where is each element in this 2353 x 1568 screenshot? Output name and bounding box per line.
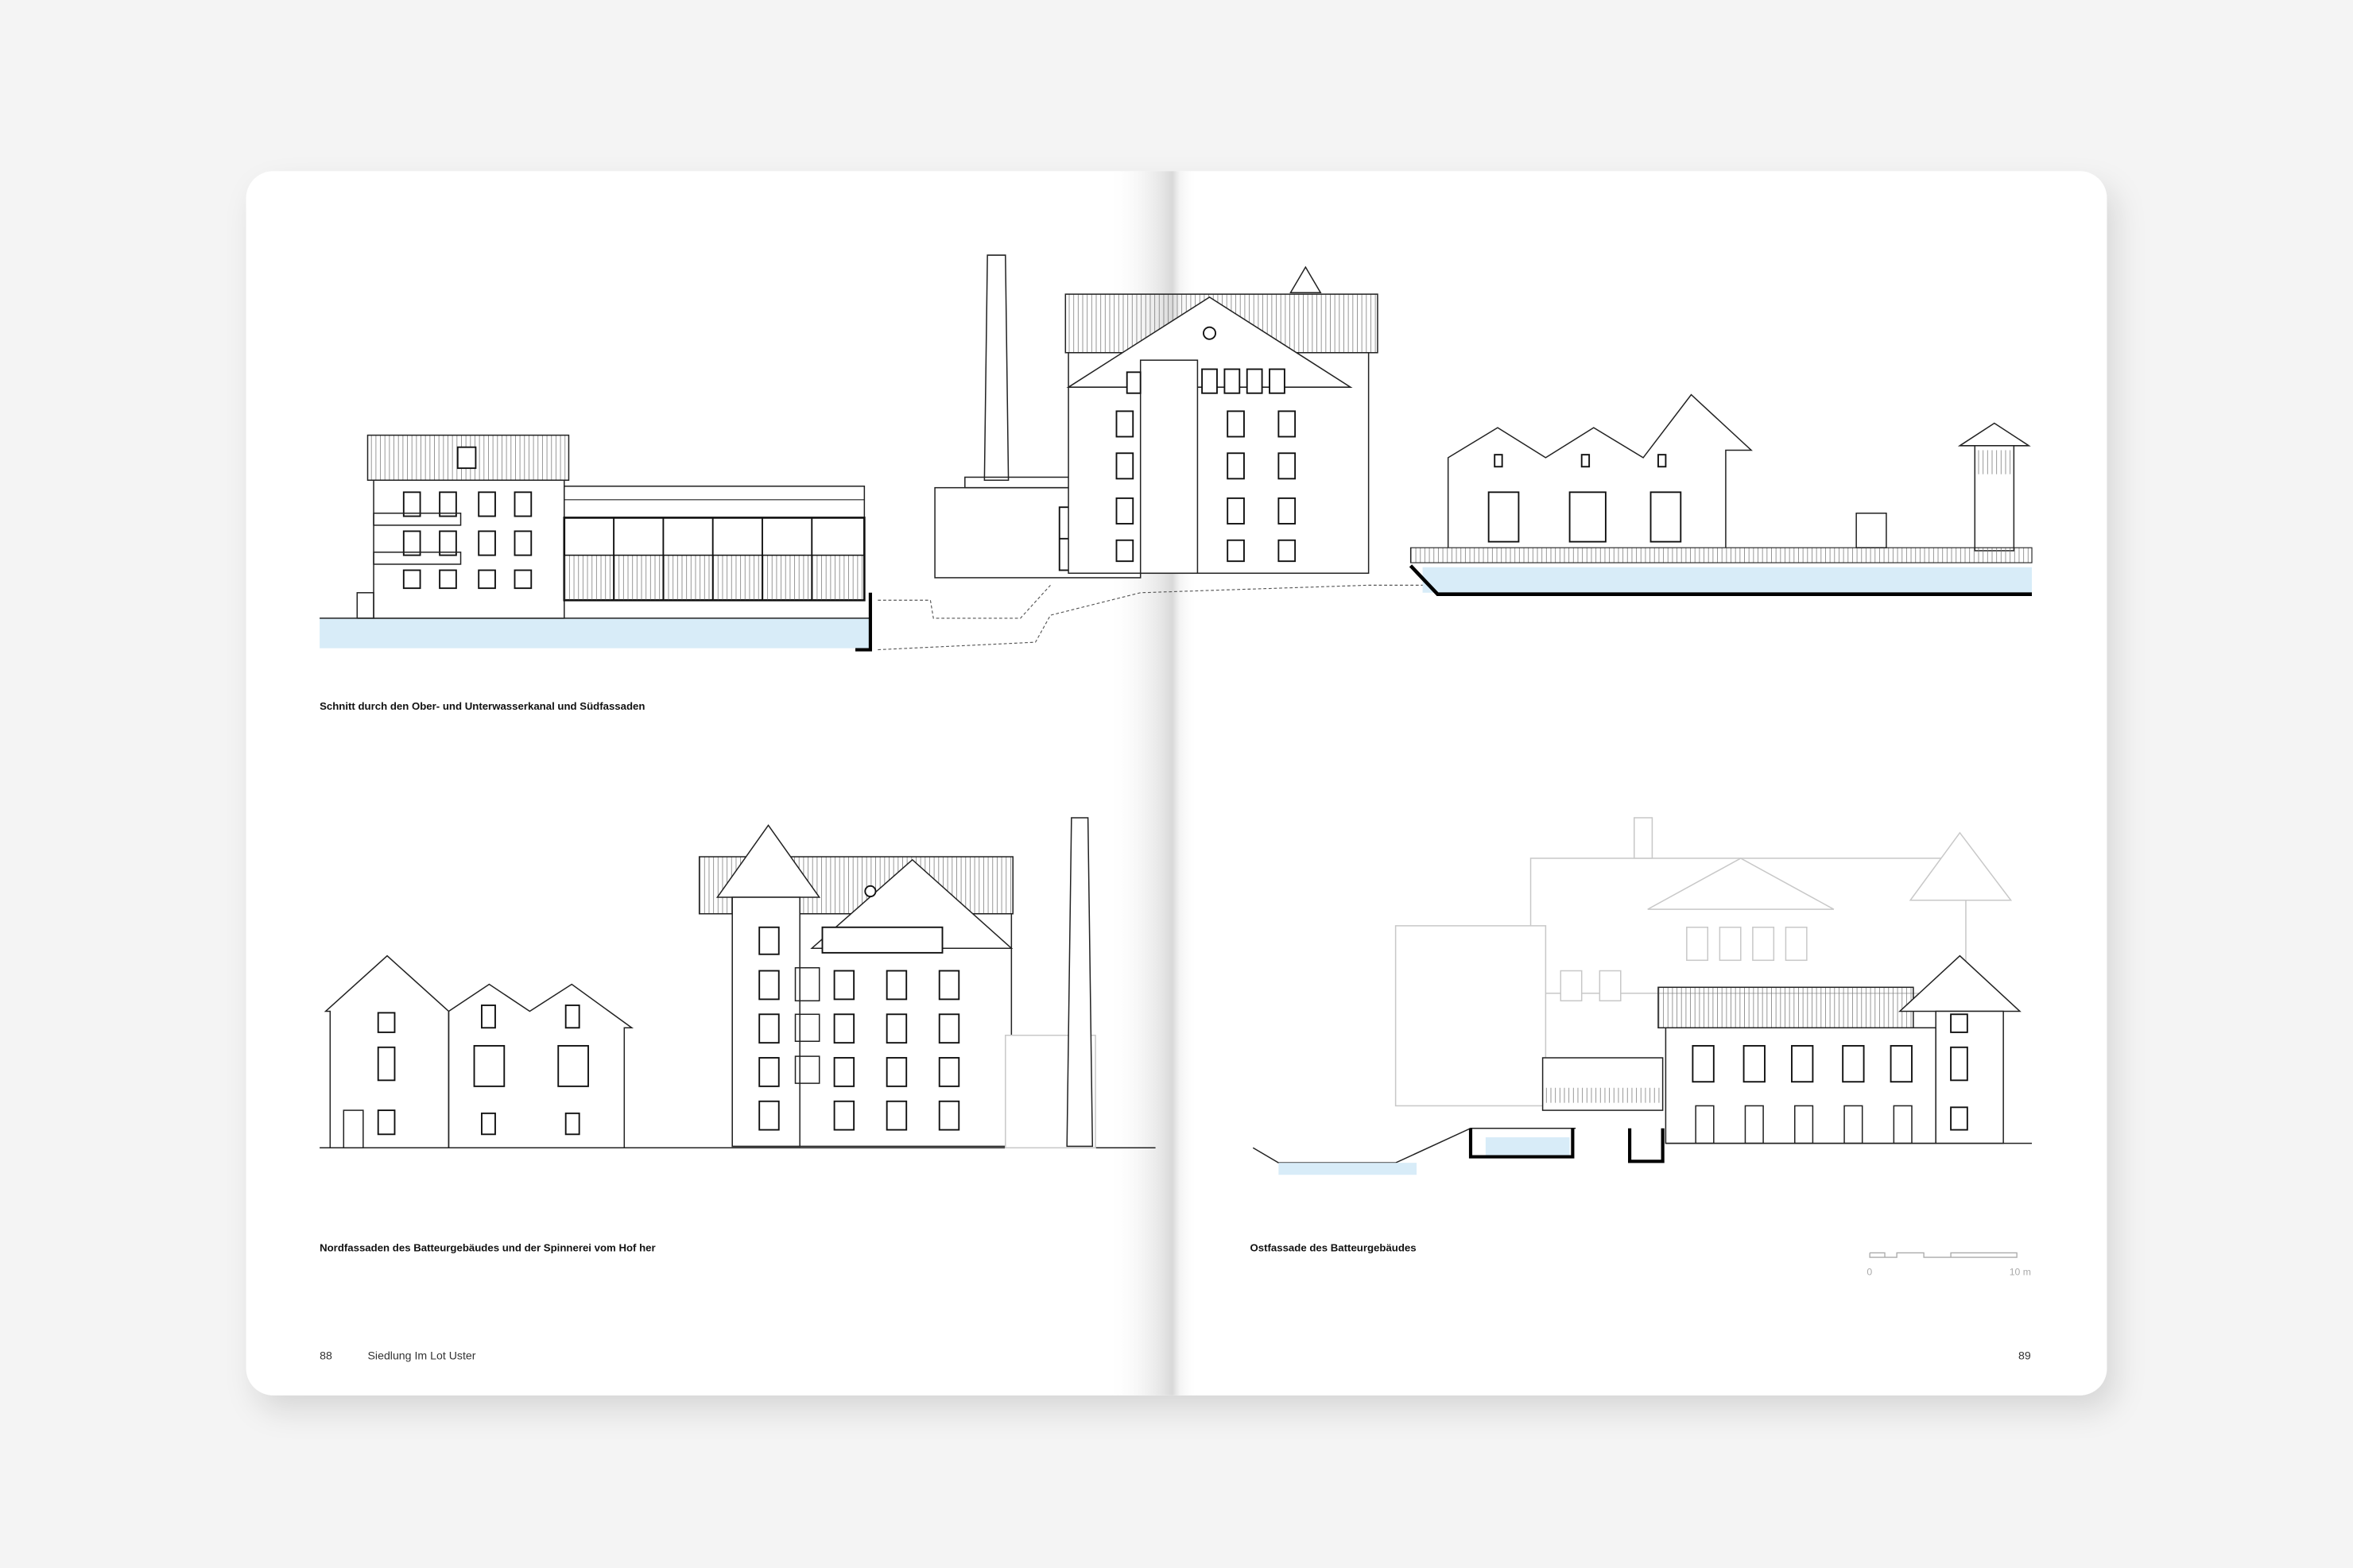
mill-north [698,824,1014,1148]
spinning-mill [1064,265,1378,575]
chimney [983,254,1010,481]
page-number-right: 89 [2018,1349,2031,1361]
scale-bar: 0 10 m [1867,1252,2031,1278]
caption-section-top: Schnitt durch den Ober- und Unterwasserk… [320,700,645,712]
glass-hall [563,486,866,602]
railing [1409,547,2033,563]
canal-wall [855,592,872,652]
batteur-buildings [1447,393,2031,552]
left-building [356,434,570,619]
upper-canal-water [320,618,870,648]
scale-end-label: 10 m [2010,1267,2031,1278]
scale-start-label: 0 [1867,1267,1872,1278]
east-facade-drawing [1252,817,2033,1175]
running-title: Siedlung Im Lot Uster [368,1349,476,1361]
lower-canal-water [1422,567,2033,593]
chimney-north [1066,817,1094,1148]
section-drawing-top [320,254,2033,652]
caption-east-facade: Ostfassade des Batteurgebäudes [1250,1242,1417,1254]
page-number-left: 88 [320,1349,332,1361]
caption-north-facade: Nordfassaden des Batteurgebäudes und der… [320,1242,656,1254]
north-facade-drawing [320,817,1156,1149]
